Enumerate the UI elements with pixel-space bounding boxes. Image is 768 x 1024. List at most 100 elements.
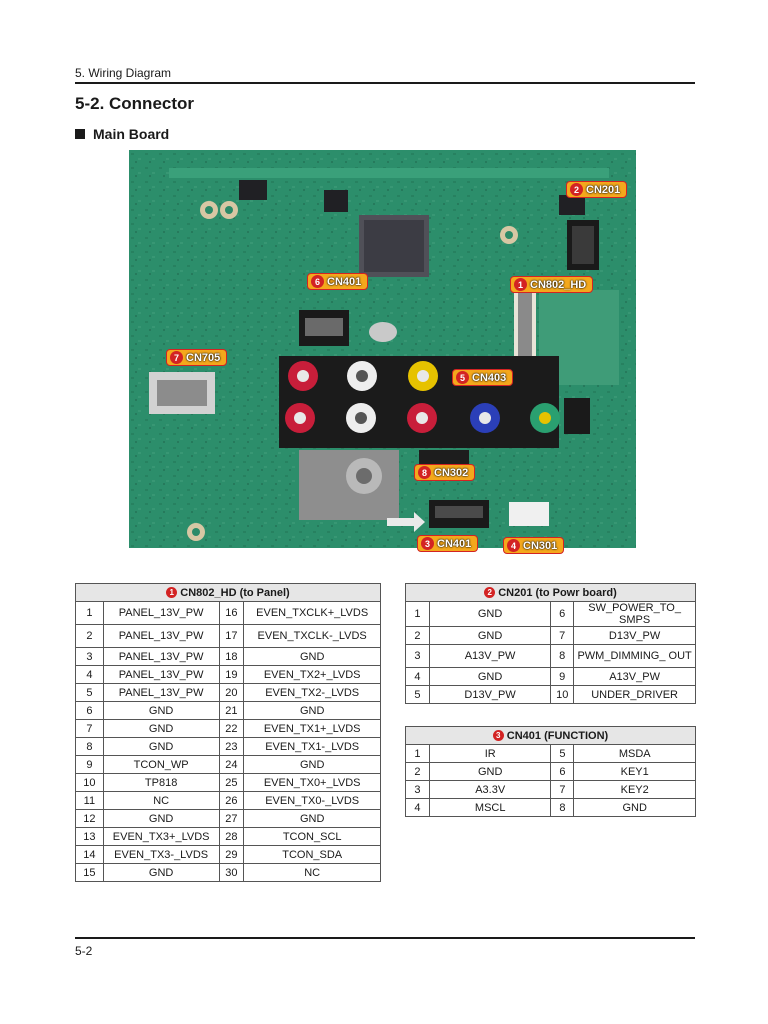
pin-number-cell: 14 [75, 845, 104, 864]
pin-number-cell: 4 [75, 665, 104, 684]
footer-rule [75, 937, 695, 939]
signal-name-cell: PANEL_13V_PW [102, 647, 220, 666]
signal-name-cell: TP818 [102, 773, 220, 792]
page-number: 5-2 [75, 944, 93, 958]
page-title: 5-2. Connector [75, 94, 195, 113]
signal-name-cell: GND [102, 737, 220, 756]
subheading-text: Main Board [93, 126, 170, 142]
signal-name-cell: EVEN_TX0+_LVDS [243, 773, 381, 792]
callout-label: CN705 [186, 351, 221, 364]
main-board-photo [129, 150, 636, 548]
signal-name-cell: EVEN_TX2-_LVDS [243, 683, 381, 702]
pin-number-cell: 13 [75, 827, 104, 846]
pin-number-cell: 17 [218, 624, 245, 648]
pin-number-cell: 19 [218, 665, 245, 684]
pin-number-cell: 3 [75, 647, 104, 666]
callout-number: 6 [311, 275, 324, 288]
pin-number-cell: 4 [405, 667, 430, 686]
signal-name-cell: EVEN_TX3+_LVDS [102, 827, 220, 846]
pin-number-cell: 7 [550, 626, 575, 645]
header-rule [75, 82, 695, 84]
pin-number-cell: 2 [405, 762, 430, 781]
pin-number-cell: 11 [75, 791, 104, 810]
pin-number-cell: 2 [405, 626, 430, 645]
pin-number-cell: 6 [550, 601, 575, 627]
pin-number-cell: 6 [550, 762, 575, 781]
callout-label: CN403 [472, 371, 507, 384]
table-title-text: CN401 (FUNCTION) [506, 729, 609, 742]
signal-name-cell: GND [243, 809, 381, 828]
signal-name-cell: GND [428, 667, 552, 686]
callout-cn401-top: 6 CN401 [307, 273, 369, 290]
pin-number-cell: 5 [75, 683, 104, 702]
signal-name-cell: GND [102, 719, 220, 738]
signal-name-cell: D13V_PW [573, 626, 696, 645]
pin-number-cell: 10 [75, 773, 104, 792]
callout-label: CN802_HD [530, 278, 587, 291]
callout-cn201: 2 CN201 [566, 181, 628, 198]
callout-number: 7 [170, 351, 183, 364]
table-number: 1 [166, 587, 178, 599]
square-bullet-icon [75, 129, 85, 139]
pin-number-cell: 8 [75, 737, 104, 756]
signal-name-cell: GND [102, 809, 220, 828]
signal-name-cell: PANEL_13V_PW [102, 683, 220, 702]
pin-number-cell: 28 [218, 827, 245, 846]
pin-number-cell: 29 [218, 845, 245, 864]
pin-number-cell: 6 [75, 701, 104, 720]
callout-number: 8 [418, 466, 431, 479]
signal-name-cell: EVEN_TX1+_LVDS [243, 719, 381, 738]
table-number: 3 [492, 730, 504, 742]
pin-number-cell: 18 [218, 647, 245, 666]
pin-number-cell: 3 [405, 644, 430, 668]
pin-number-cell: 26 [218, 791, 245, 810]
signal-name-cell: UNDER_DRIVER [573, 685, 696, 704]
pin-number-cell: 22 [218, 719, 245, 738]
signal-name-cell: GND [243, 755, 381, 774]
pin-number-cell: 10 [550, 685, 575, 704]
pin-number-cell: 2 [75, 624, 104, 648]
callout-label: CN301 [523, 539, 558, 552]
callout-number: 4 [507, 539, 520, 552]
signal-name-cell: GND [573, 798, 696, 817]
callout-label: CN401 [437, 537, 472, 550]
table-title-text: CN201 (to Powr board) [498, 586, 617, 599]
signal-name-cell: PWM_DIMMING_ OUT [573, 644, 696, 668]
pin-number-cell: 7 [550, 780, 575, 799]
signal-name-cell: TCON_SDA [243, 845, 381, 864]
callout-cn802-hd: 1 CN802_HD [510, 276, 594, 293]
pin-number-cell: 30 [218, 863, 245, 882]
pin-number-cell: 9 [550, 667, 575, 686]
callout-number: 2 [570, 183, 583, 196]
callout-cn705: 7 CN705 [166, 349, 228, 366]
pin-number-cell: 1 [405, 744, 430, 763]
callout-cn401-bottom: 3 CN401 [417, 535, 479, 552]
signal-name-cell: GND [102, 701, 220, 720]
pin-number-cell: 20 [218, 683, 245, 702]
callout-number: 1 [514, 278, 527, 291]
signal-name-cell: EVEN_TX2+_LVDS [243, 665, 381, 684]
pin-number-cell: 1 [75, 601, 104, 625]
